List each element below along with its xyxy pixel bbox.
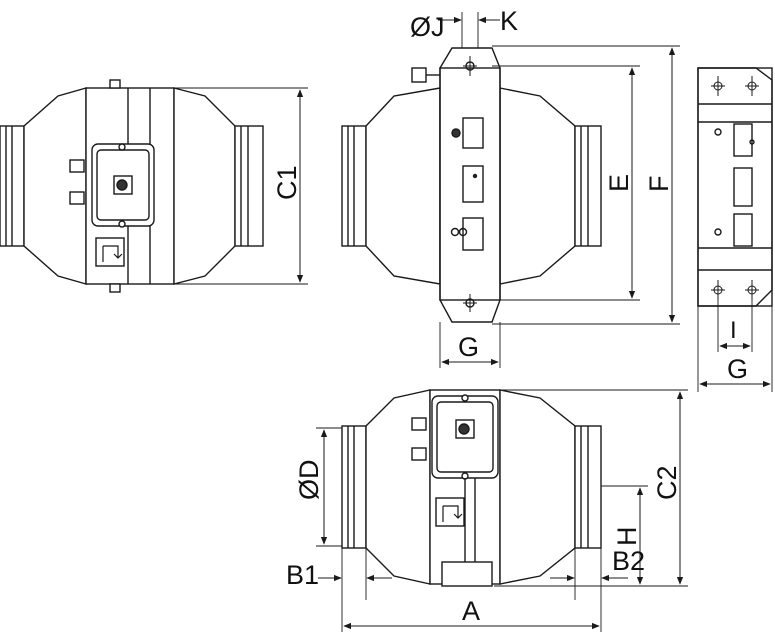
bracket-view (697, 67, 773, 307)
dimension-h: H (601, 485, 648, 585)
dimension-b1: B1 (286, 548, 392, 600)
label-h: H (612, 527, 642, 547)
label-c1: C1 (272, 165, 302, 200)
side-view (341, 47, 602, 323)
dimension-e-f: E F (492, 45, 680, 325)
dimension-c2: C2 (494, 389, 688, 587)
label-j: ØJ (410, 12, 445, 42)
dimension-i: I (717, 300, 753, 352)
label-i: I (730, 317, 737, 344)
label-e: E (604, 174, 634, 192)
label-d: ØD (294, 460, 324, 501)
label-b2: B2 (612, 546, 645, 576)
label-g: G (458, 332, 479, 362)
dimension-j-k: ØJ K (410, 6, 518, 48)
dimension-c1: C1 (175, 87, 308, 285)
label-f: F (644, 176, 674, 193)
dimension-g-side: G (697, 306, 773, 392)
top-view (341, 389, 602, 587)
label-b1: B1 (286, 560, 319, 590)
dimension-b2: B2 (550, 546, 645, 600)
label-k: K (500, 6, 518, 36)
front-view (0, 79, 264, 293)
dimension-a: A (341, 596, 602, 632)
label-g-side: G (727, 354, 748, 384)
label-c2: C2 (652, 465, 682, 500)
label-a: A (462, 596, 480, 626)
dimension-d: ØD (294, 427, 342, 547)
dimension-g: G (439, 322, 501, 368)
